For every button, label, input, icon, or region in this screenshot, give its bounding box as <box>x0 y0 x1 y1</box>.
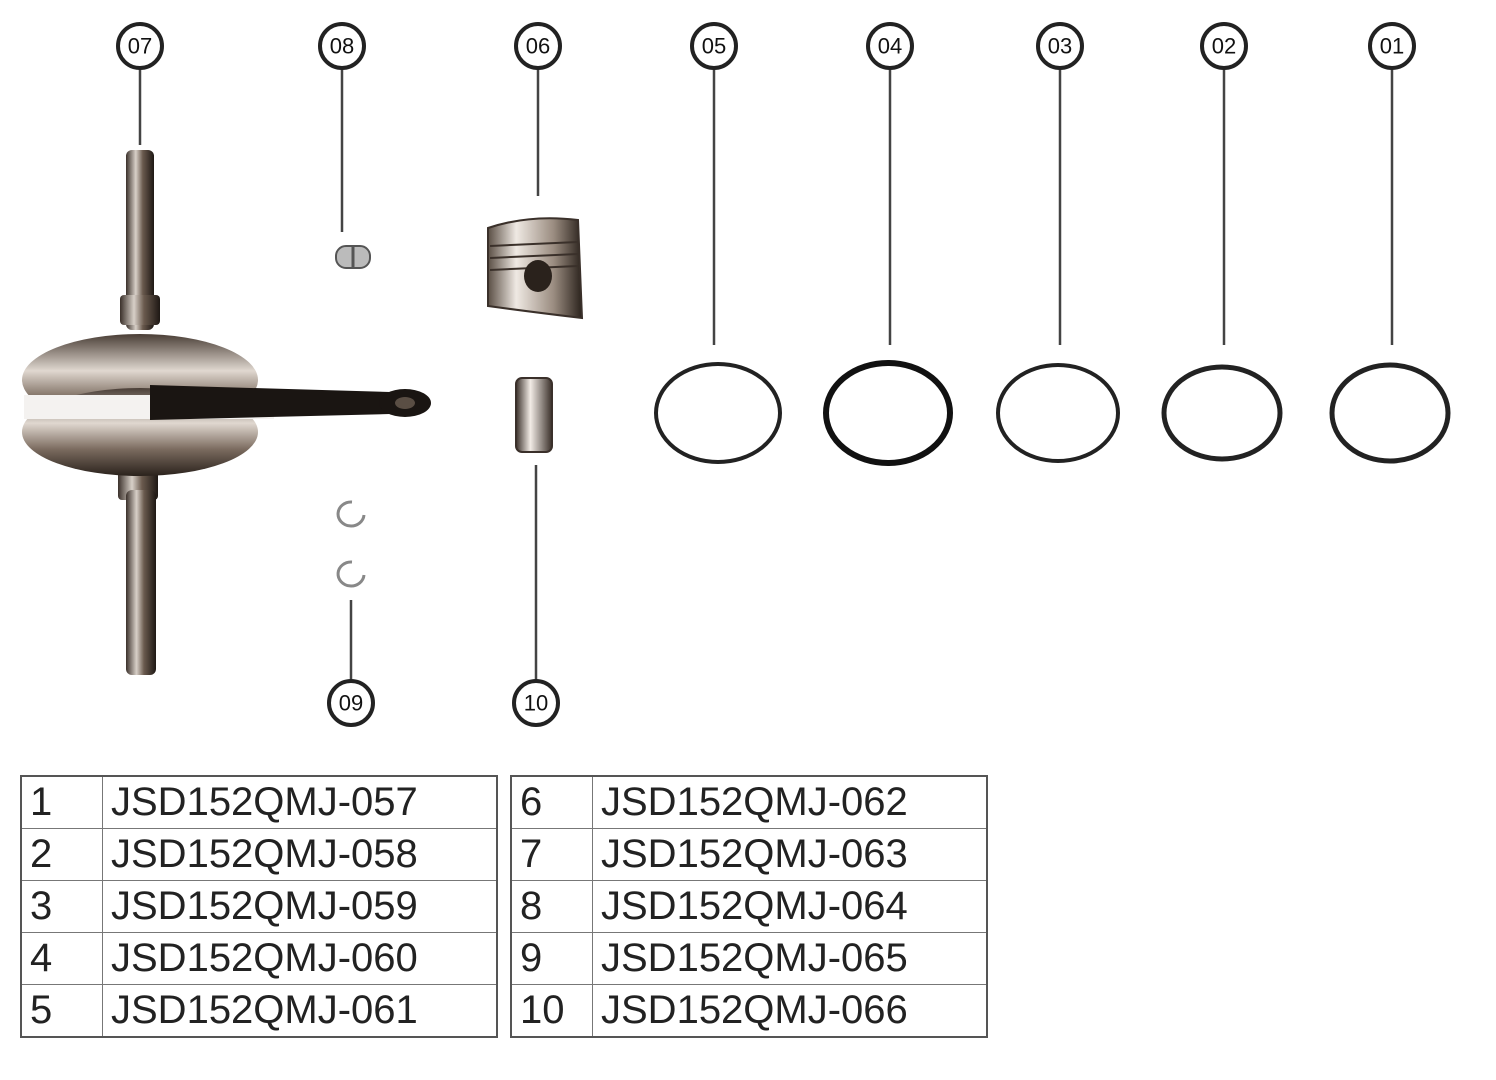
callout-02: 02 <box>1200 22 1248 70</box>
part-number: 6 <box>510 775 593 829</box>
part-code: JSD152QMJ-058 <box>102 828 498 881</box>
circlip-icon <box>335 245 371 269</box>
table-row: 5 JSD152QMJ-061 <box>20 984 498 1038</box>
piston-icon <box>487 217 584 320</box>
callout-03: 03 <box>1036 22 1084 70</box>
callout-07-label: 07 <box>128 34 152 59</box>
part-code: JSD152QMJ-065 <box>592 932 988 985</box>
part-number: 5 <box>20 984 103 1038</box>
table-row: 7 JSD152QMJ-063 <box>510 828 988 881</box>
part-number: 4 <box>20 932 103 985</box>
part-number: 2 <box>20 828 103 881</box>
table-row: 9 JSD152QMJ-065 <box>510 932 988 985</box>
callout-01-label: 01 <box>1380 34 1404 59</box>
callout-05-label: 05 <box>702 34 726 59</box>
table-row: 1 JSD152QMJ-057 <box>20 775 498 829</box>
callout-01: 01 <box>1368 22 1416 70</box>
table-row: 4 JSD152QMJ-060 <box>20 932 498 985</box>
piston-ring-04-icon <box>823 360 953 466</box>
table-row: 8 JSD152QMJ-064 <box>510 880 988 933</box>
piston-pin-icon <box>515 377 553 453</box>
callout-06: 06 <box>514 22 562 70</box>
piston-ring-02-icon <box>1161 364 1283 462</box>
part-number: 3 <box>20 880 103 933</box>
parts-table-left: 1 JSD152QMJ-057 2 JSD152QMJ-058 3 JSD152… <box>20 775 498 1038</box>
callout-10: 10 <box>512 679 560 727</box>
callout-09: 09 <box>327 679 375 727</box>
callout-02-label: 02 <box>1212 34 1236 59</box>
part-number: 7 <box>510 828 593 881</box>
callout-04-label: 04 <box>878 34 902 59</box>
crankshaft-icon <box>22 150 431 675</box>
callout-05: 05 <box>690 22 738 70</box>
piston-ring-05-icon <box>654 362 782 464</box>
table-row: 2 JSD152QMJ-058 <box>20 828 498 881</box>
callout-09-label: 09 <box>339 691 363 716</box>
part-code: JSD152QMJ-057 <box>102 775 498 829</box>
callout-08: 08 <box>318 22 366 70</box>
table-row: 10 JSD152QMJ-066 <box>510 984 988 1038</box>
parts-diagram: 07 08 06 05 04 03 02 01 09 10 <box>22 22 1451 727</box>
part-code: JSD152QMJ-061 <box>102 984 498 1038</box>
parts-table-right: 6 JSD152QMJ-062 7 JSD152QMJ-063 8 JSD152… <box>510 775 988 1038</box>
part-code: JSD152QMJ-059 <box>102 880 498 933</box>
piston-ring-01-icon <box>1329 362 1451 464</box>
part-code: JSD152QMJ-062 <box>592 775 988 829</box>
part-number: 10 <box>510 984 593 1038</box>
part-code: JSD152QMJ-060 <box>102 932 498 985</box>
part-code: JSD152QMJ-064 <box>592 880 988 933</box>
part-number: 8 <box>510 880 593 933</box>
part-code: JSD152QMJ-063 <box>592 828 988 881</box>
callout-06-label: 06 <box>526 34 550 59</box>
callout-08-label: 08 <box>330 34 354 59</box>
callout-03-label: 03 <box>1048 34 1072 59</box>
part-number: 1 <box>20 775 103 829</box>
clip-icon <box>336 500 366 588</box>
leader-lines <box>138 68 1394 680</box>
part-code: JSD152QMJ-066 <box>592 984 988 1038</box>
callout-10-label: 10 <box>524 691 548 716</box>
table-row: 6 JSD152QMJ-062 <box>510 775 988 829</box>
table-row: 3 JSD152QMJ-059 <box>20 880 498 933</box>
callout-07: 07 <box>116 22 164 70</box>
callout-04: 04 <box>866 22 914 70</box>
piston-ring-03-icon <box>996 363 1120 463</box>
part-number: 9 <box>510 932 593 985</box>
